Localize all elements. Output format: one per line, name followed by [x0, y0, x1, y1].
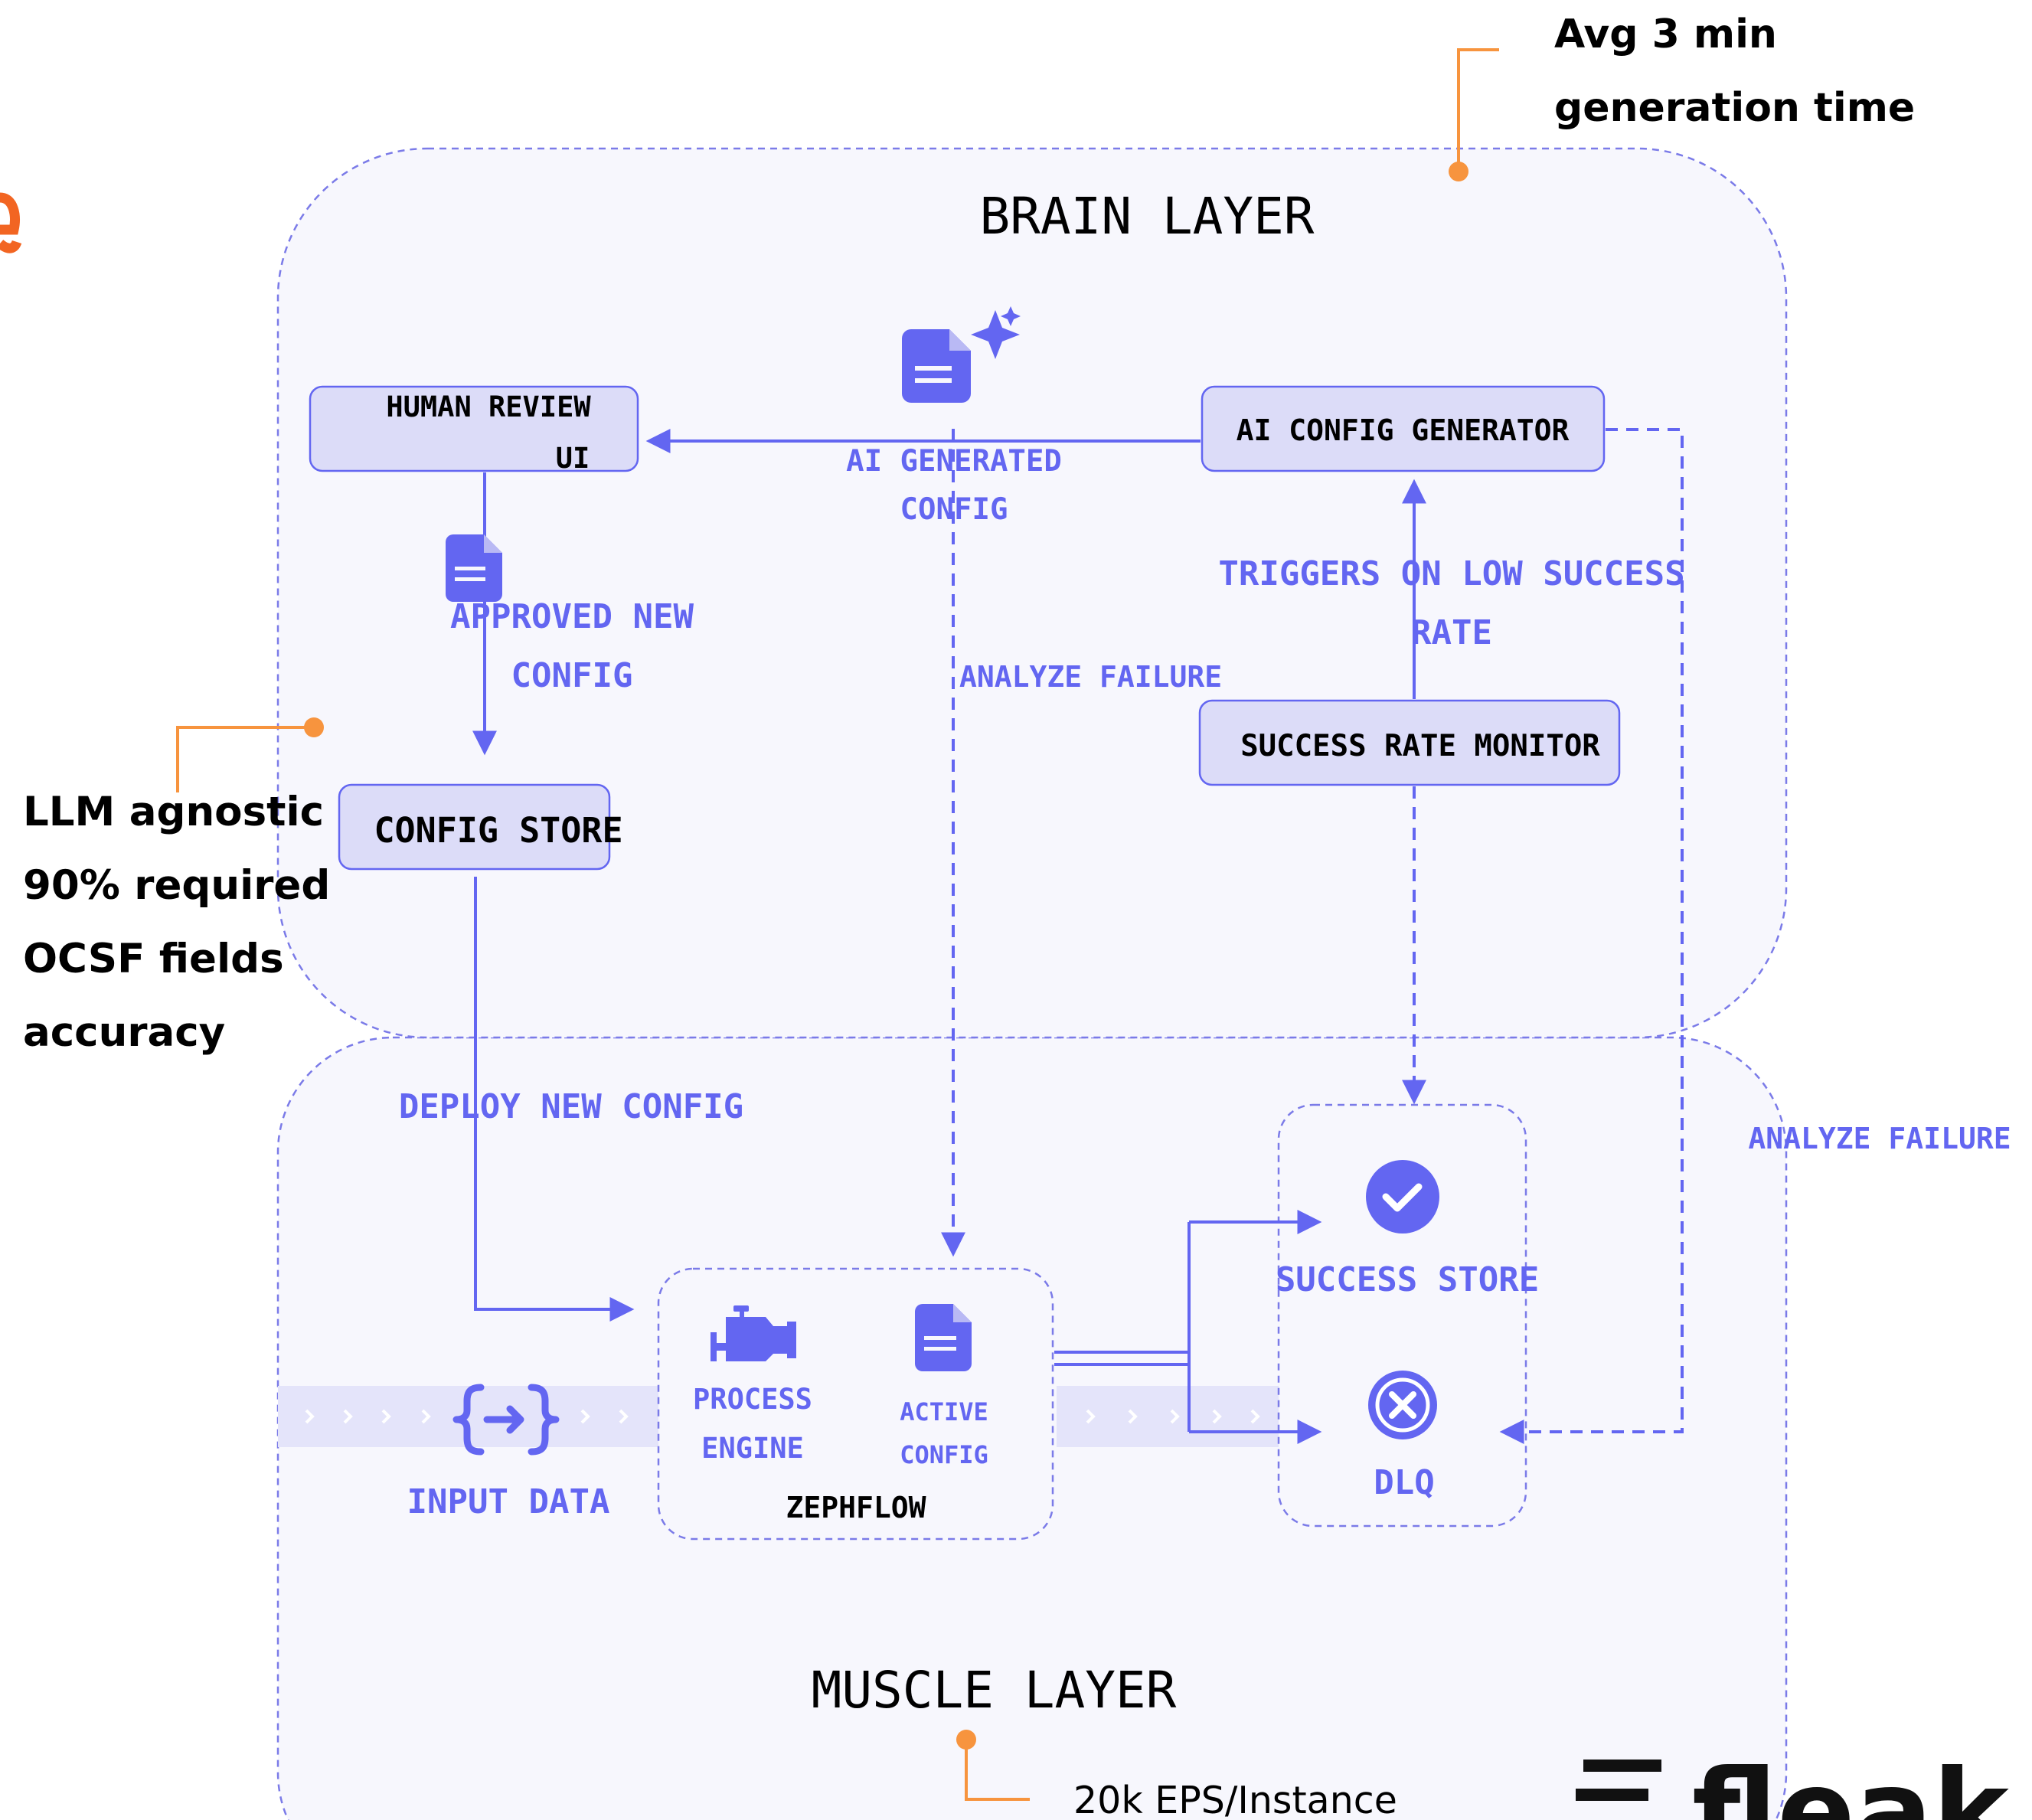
- success-rate-monitor-box: [1198, 699, 1621, 786]
- process-engine-label-line1: PROCESS: [693, 1383, 812, 1416]
- edge-label-analyze-failure-outer: ANALYZE FAILURE: [1748, 1122, 2011, 1155]
- cropped-heading-glyph: [0, 192, 22, 253]
- ai-config-generator-label: AI CONFIG GENERATOR: [1237, 413, 1570, 447]
- edge-label-analyze-failure-inner: ANALYZE FAILURE: [959, 660, 1222, 694]
- generation-callout-connector: [1457, 48, 1499, 172]
- generation-callout-line2: generation time: [1554, 85, 1915, 131]
- edge-label-approved-line1: APPROVED NEW: [450, 597, 694, 636]
- x-circle-icon: [1368, 1371, 1437, 1439]
- throughput-callout-connector: [965, 1740, 1030, 1801]
- llm-callout-line3: OCSF fields: [23, 936, 284, 982]
- sparkle-document-icon: [902, 306, 1021, 403]
- flow-chevrons: [305, 1409, 1260, 1424]
- success-rate-monitor-label: SUCCESS RATE MONITOR: [1240, 729, 1600, 763]
- edge-label-deploy-new-config: DEPLOY NEW CONFIG: [399, 1087, 743, 1126]
- ai-config-generator-box: [1201, 385, 1606, 472]
- llm-callout-dot: [304, 717, 324, 737]
- process-engine-label-line2: ENGINE: [701, 1432, 804, 1465]
- human-review-label-line1: HUMAN REVIEW: [386, 390, 591, 423]
- edge-zephflow-to-outputs: [1054, 1210, 1322, 1444]
- braces-arrow-icon: [452, 1384, 560, 1456]
- input-data-label: INPUT DATA: [407, 1482, 610, 1521]
- active-config-label-line1: ACTIVE: [900, 1397, 988, 1426]
- generation-callout-line1: Avg 3 min: [1554, 11, 1777, 57]
- llm-callout-line1: LLM agnostic: [23, 789, 324, 835]
- active-config-label-line2: CONFIG: [900, 1440, 988, 1469]
- success-store-label: SUCCESS STORE: [1276, 1260, 1539, 1299]
- zephflow-label: ZEPHFLOW: [786, 1491, 926, 1524]
- edge-label-triggers-line1: TRIGGERS ON LOW SUCCESS: [1218, 554, 1684, 593]
- brain-layer-title: BRAIN LAYER: [979, 187, 1314, 246]
- brain-layer: [276, 147, 1788, 1039]
- generation-callout-dot: [1449, 162, 1468, 181]
- dlq-label: DLQ: [1374, 1463, 1434, 1502]
- document-icon: [446, 534, 502, 602]
- edge-label-ai-generated-line2: CONFIG: [900, 492, 1008, 527]
- edge-label-triggers-line2: RATE: [1411, 613, 1492, 652]
- fleak-logo: fleak: [1576, 1746, 2011, 1820]
- check-circle-icon: [1366, 1160, 1439, 1233]
- human-review-label-line2: UI: [556, 442, 590, 475]
- config-store-label: CONFIG STORE: [374, 810, 622, 851]
- edge-label-approved-line2: CONFIG: [511, 656, 633, 695]
- brand-logo-text: fleak: [1692, 1746, 2011, 1820]
- llm-callout-connector: [176, 726, 314, 792]
- llm-callout-line4: accuracy: [23, 1009, 225, 1056]
- edge-dlq-to-generator: [1499, 428, 1684, 1444]
- config-store-box: [338, 783, 611, 871]
- edge-label-ai-generated-line1: AI GENERATED: [846, 444, 1062, 479]
- human-review-box: [309, 385, 639, 472]
- active-config-document-icon: [915, 1304, 972, 1371]
- llm-callout-line2: 90% required: [23, 862, 330, 909]
- throughput-callout: 20k EPS/Instance: [1073, 1779, 1397, 1820]
- throughput-callout-dot: [956, 1730, 976, 1750]
- output-container: [1277, 1103, 1527, 1528]
- muscle-layer-title: MUSCLE LAYER: [812, 1661, 1177, 1720]
- engine-icon: [711, 1305, 796, 1361]
- edge-store-to-zephflow: [474, 877, 635, 1322]
